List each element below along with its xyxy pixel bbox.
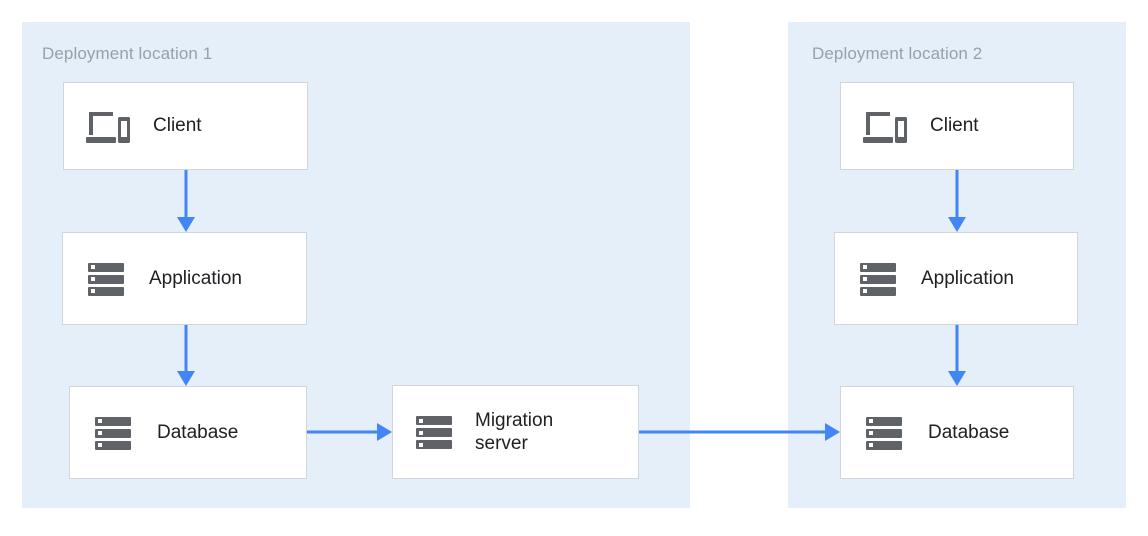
edge-left-database-to-migration bbox=[307, 422, 392, 442]
server-stack-icon bbox=[94, 414, 132, 452]
arrow-head-icon bbox=[825, 423, 840, 441]
server-stack-icon bbox=[865, 414, 903, 452]
devices-icon bbox=[85, 106, 131, 146]
edge-stem bbox=[955, 170, 959, 217]
node-label-migration-server: Migration server bbox=[475, 409, 554, 454]
zone-label-deployment-location-1: Deployment location 1 bbox=[42, 44, 213, 63]
edge-right-client-to-application bbox=[947, 170, 967, 232]
node-right-database[interactable]: Database bbox=[840, 386, 1074, 479]
node-left-client[interactable]: Client bbox=[63, 82, 308, 170]
arrow-head-icon bbox=[948, 371, 966, 386]
server-stack-icon bbox=[87, 260, 125, 298]
edge-left-application-to-database bbox=[176, 325, 196, 386]
arrow-head-icon bbox=[948, 217, 966, 232]
edge-stem bbox=[639, 430, 825, 434]
node-right-application[interactable]: Application bbox=[834, 232, 1078, 325]
node-label-right-client: Client bbox=[930, 115, 979, 137]
server-stack-icon bbox=[415, 413, 453, 451]
node-label-right-application: Application bbox=[921, 267, 1014, 289]
node-migration-server[interactable]: Migration server bbox=[392, 385, 639, 479]
node-label-left-application: Application bbox=[149, 267, 242, 289]
server-stack-icon bbox=[859, 260, 897, 298]
node-right-client[interactable]: Client bbox=[840, 82, 1074, 170]
edge-migration-to-right-database bbox=[639, 422, 840, 442]
zone-label-deployment-location-2: Deployment location 2 bbox=[812, 44, 983, 63]
edge-stem bbox=[955, 325, 959, 371]
edge-stem bbox=[184, 170, 188, 217]
node-label-left-database: Database bbox=[157, 421, 239, 443]
arrow-head-icon bbox=[177, 217, 195, 232]
edge-stem bbox=[307, 430, 377, 434]
arrow-head-icon bbox=[377, 423, 392, 441]
arrow-head-icon bbox=[177, 371, 195, 386]
node-label-left-client: Client bbox=[153, 115, 202, 137]
node-left-application[interactable]: Application bbox=[62, 232, 307, 325]
node-left-database[interactable]: Database bbox=[69, 386, 307, 479]
edge-stem bbox=[184, 325, 188, 371]
edge-left-client-to-application bbox=[176, 170, 196, 232]
node-label-right-database: Database bbox=[928, 421, 1010, 443]
edge-right-application-to-database bbox=[947, 325, 967, 386]
devices-icon bbox=[862, 106, 908, 146]
